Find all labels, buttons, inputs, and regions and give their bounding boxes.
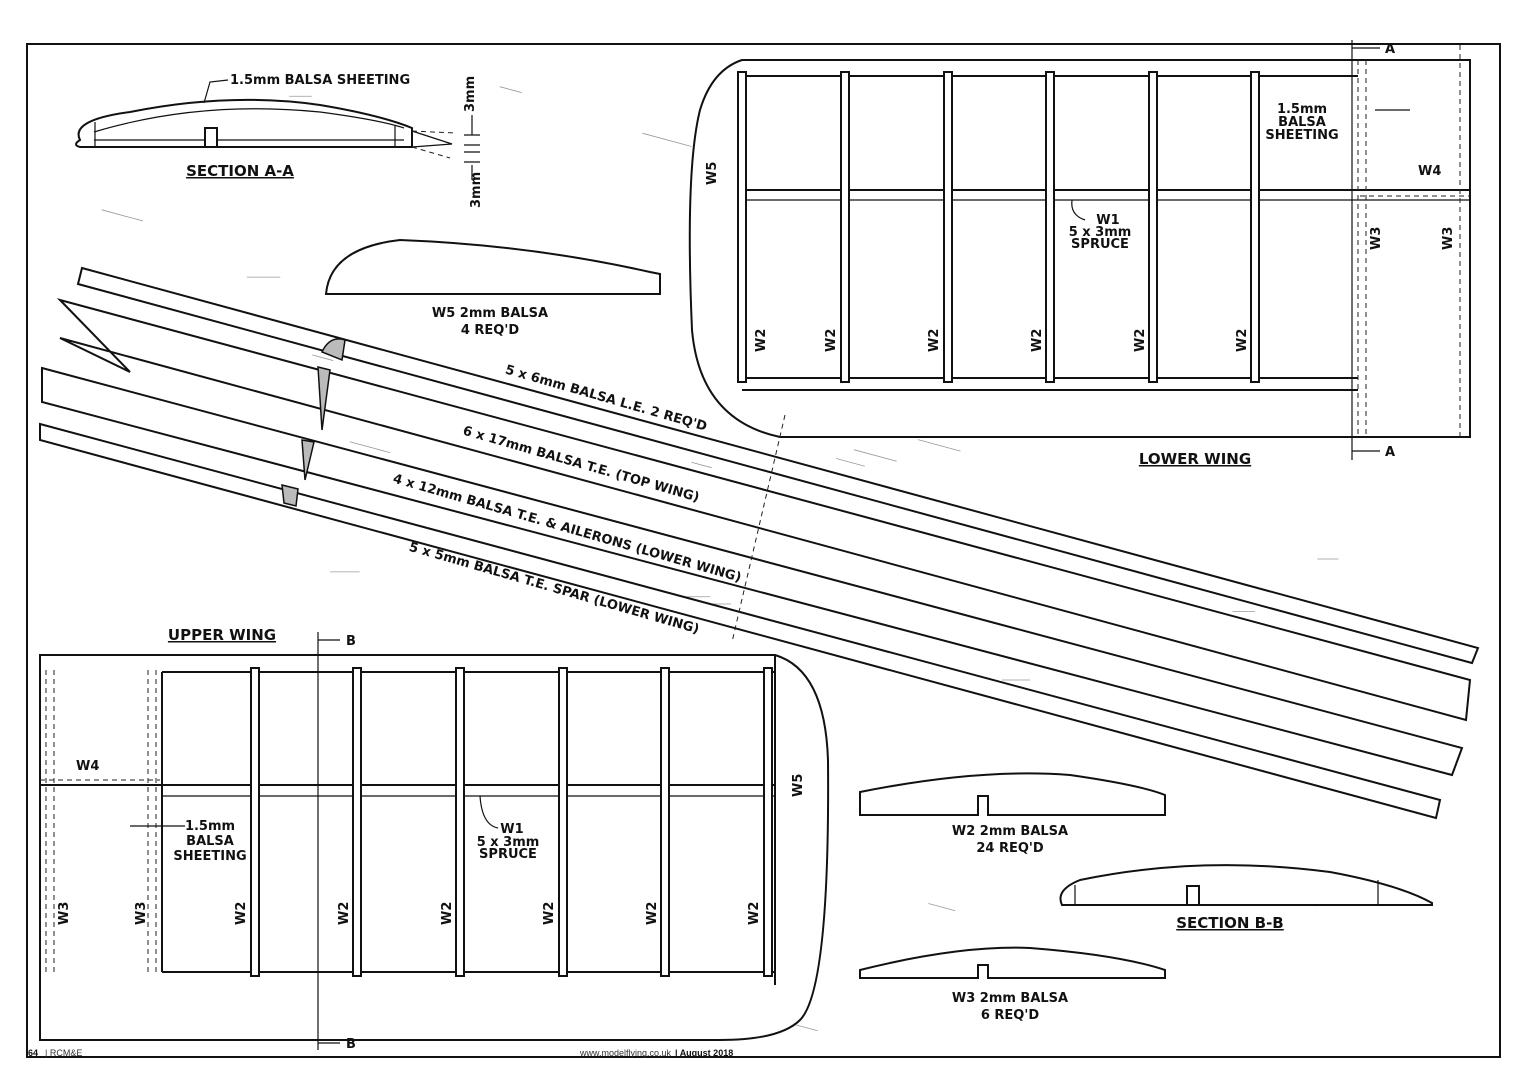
- page-number: 64: [28, 1048, 38, 1058]
- lower-w3-label: W3: [1441, 227, 1456, 250]
- rib: [840, 71, 850, 383]
- upper-wing-title: UPPER WING: [168, 626, 276, 644]
- rib: [763, 667, 773, 977]
- dim-bottom: 3mm: [469, 172, 484, 208]
- rib-label: W2: [542, 902, 557, 925]
- strips: 5 x 6mm BALSA L.E. 2 REQ'D 6 x 17mm BALS…: [39, 266, 1480, 820]
- lower-w3-label: W3: [1369, 227, 1384, 250]
- rib-label: W2: [1235, 329, 1250, 352]
- rib: [558, 667, 568, 977]
- w5-qty: 4 REQ'D: [461, 323, 519, 338]
- section-a-title: SECTION A-A: [186, 162, 294, 180]
- w3-qty: 6 REQ'D: [981, 1008, 1039, 1023]
- rib-label: W2: [234, 902, 249, 925]
- upper-sheeting-label: 1.5mm: [185, 819, 235, 834]
- lower-sheeting-material: BALSA: [1278, 115, 1326, 130]
- lower-wing: A A W5 W1 5 x 3mm SPRUCE 1.5mm BALSA SHE…: [688, 40, 1471, 468]
- footer-magazine: | RCM&E: [45, 1048, 82, 1058]
- lower-w4-label: W4: [1418, 164, 1441, 179]
- upper-w3-label: W3: [57, 902, 72, 925]
- w5-label: W5 2mm BALSA: [432, 306, 548, 321]
- w3-template: [859, 946, 1166, 979]
- w2-label: W2 2mm BALSA: [952, 824, 1068, 839]
- lower-spar-size: 5 x 3mm: [1069, 225, 1132, 240]
- section-b-title: SECTION B-B: [1176, 914, 1284, 932]
- upper-spar-label: W1: [500, 822, 523, 837]
- lower-spar-material: SPRUCE: [1071, 237, 1129, 252]
- upper-tip-label: W5: [791, 774, 806, 797]
- rib-label: W2: [927, 329, 942, 352]
- section-marker-a-bottom: A: [1385, 445, 1395, 460]
- w5-template: [324, 238, 661, 295]
- section-marker-b-top: B: [346, 634, 356, 649]
- page-border: [26, 43, 1501, 1058]
- rib-label: W2: [754, 329, 769, 352]
- rib-label: W2: [1030, 329, 1045, 352]
- upper-wing: B B UPPER WING W5 W4 1.5mm BALSA SHEETIN…: [39, 626, 830, 1052]
- rib: [1045, 71, 1055, 383]
- rib: [943, 71, 953, 383]
- section-marker-b-bottom: B: [346, 1037, 356, 1052]
- sheeting-callout: 1.5mm BALSA SHEETING: [230, 73, 410, 88]
- section-marker-a-top: A: [1385, 42, 1395, 57]
- rib-label: W2: [747, 902, 762, 925]
- rib: [660, 667, 670, 977]
- rib-label: W2: [1133, 329, 1148, 352]
- upper-spar-size: 5 x 3mm: [477, 835, 540, 850]
- rib: [250, 667, 260, 977]
- upper-sheeting-type: SHEETING: [173, 849, 246, 864]
- lower-sheeting-label: 1.5mm: [1277, 102, 1327, 117]
- rib-label: W2: [337, 902, 352, 925]
- upper-spar-material: SPRUCE: [479, 847, 537, 862]
- rib-label: W2: [824, 329, 839, 352]
- upper-sheeting-material: BALSA: [186, 834, 234, 849]
- w3-label: W3 2mm BALSA: [952, 991, 1068, 1006]
- rib: [455, 667, 465, 977]
- lower-wing-title: LOWER WING: [1139, 450, 1251, 468]
- lower-sheeting-type: SHEETING: [1265, 128, 1338, 143]
- rib-label: W2: [645, 902, 660, 925]
- footer-url[interactable]: www.modelflying.co.uk: [579, 1048, 672, 1058]
- w2-qty: 24 REQ'D: [976, 841, 1044, 856]
- upper-w4-label: W4: [76, 759, 99, 774]
- rib: [352, 667, 362, 977]
- rib: [1148, 71, 1158, 383]
- rib-label: W2: [440, 902, 455, 925]
- section-a-a: 1.5mm BALSA SHEETING SECTION A-A 3mm 3mm: [75, 73, 484, 208]
- upper-w3-label: W3: [134, 902, 149, 925]
- w2-template: [859, 772, 1166, 816]
- section-b-b: SECTION B-B: [1059, 864, 1433, 932]
- rib: [737, 71, 747, 383]
- dim-top: 3mm: [463, 76, 478, 112]
- lower-tip-label: W5: [705, 162, 720, 185]
- footer-date: | August 2018: [675, 1048, 733, 1058]
- lower-spar-label: W1: [1096, 213, 1119, 228]
- rib: [1250, 71, 1260, 383]
